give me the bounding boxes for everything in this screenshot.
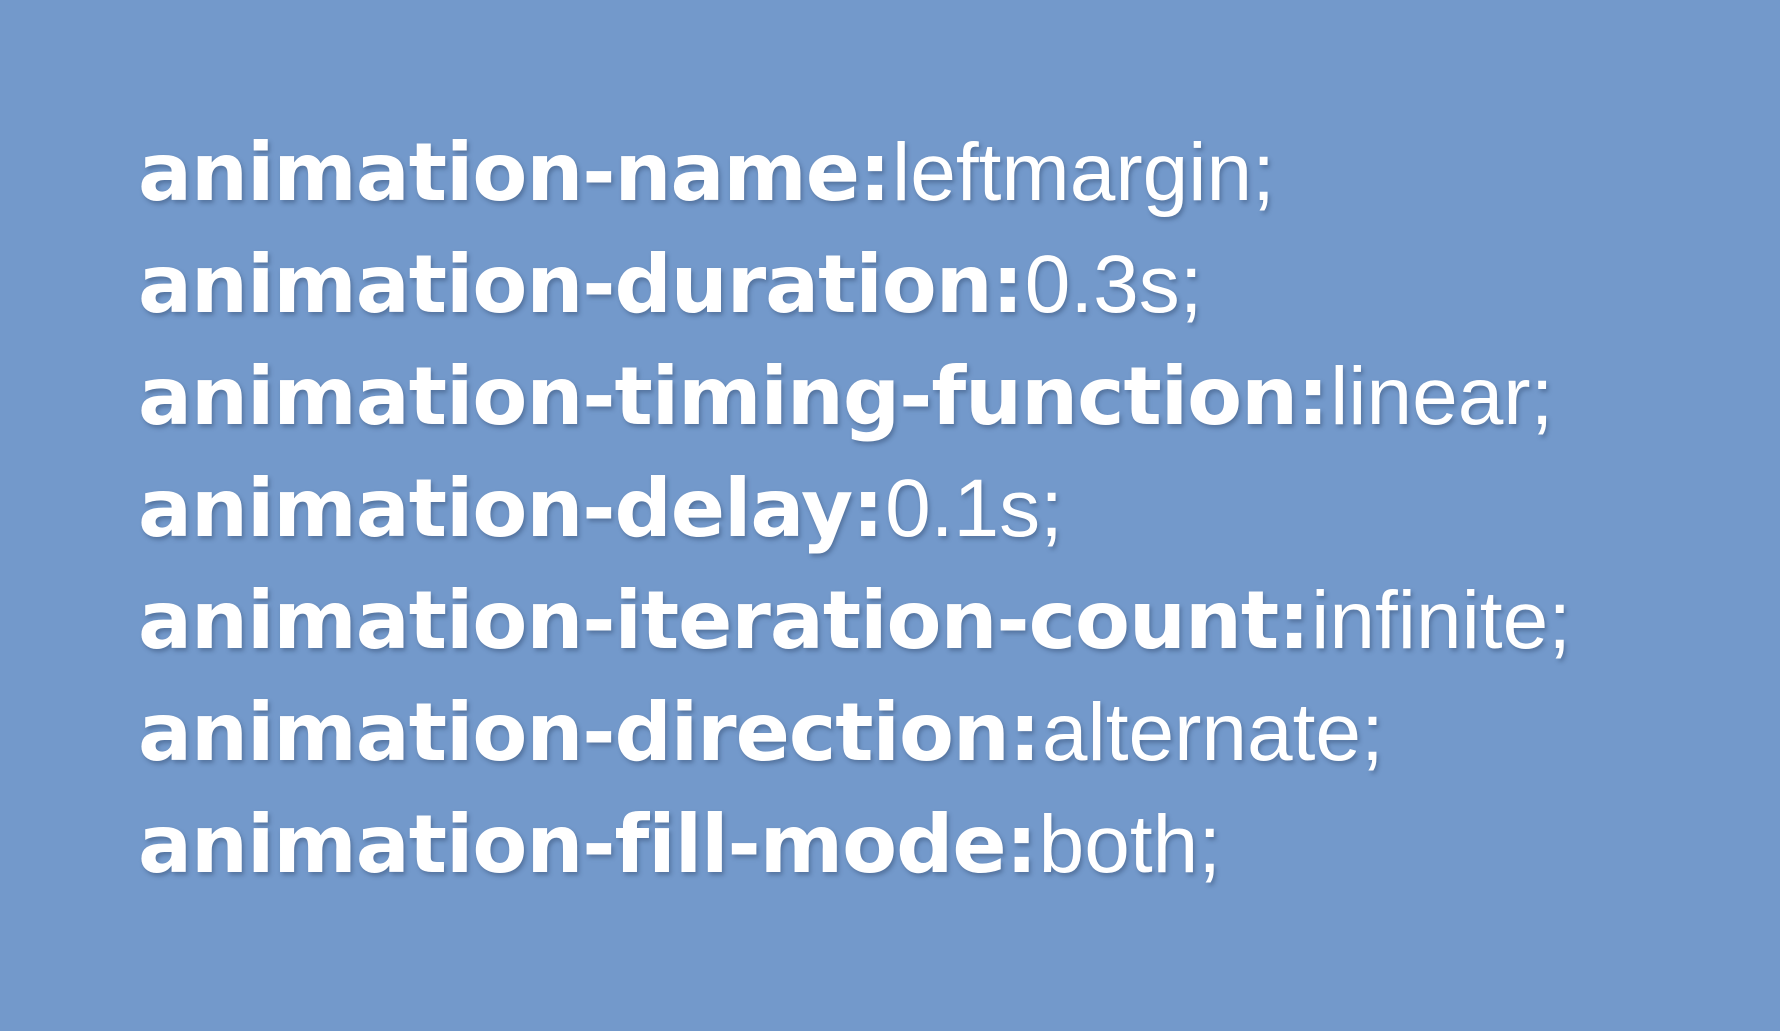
property-name: animation-duration [138,238,993,331]
colon: : [1278,574,1310,667]
code-line-animation-timing-function: animation-timing-function:linear; [138,341,1571,453]
property-name: animation-fill-mode [138,798,1007,891]
property-value: 0.3s; [1024,239,1203,330]
colon: : [859,126,891,219]
property-name: animation-timing-function [138,350,1298,443]
code-line-animation-fill-mode: animation-fill-mode:both; [138,789,1571,901]
property-value: alternate; [1041,687,1384,778]
colon: : [1297,350,1329,443]
colon: : [1005,798,1038,891]
property-value: linear; [1330,351,1554,442]
code-line-animation-iteration-count: animation-iteration-count:infinite; [138,565,1571,677]
code-line-animation-name: animation-name:leftmargin; [138,117,1571,229]
css-code-block: animation-name:leftmargin; animation-dur… [138,117,1571,901]
colon: : [991,238,1024,331]
property-name: animation-delay [138,462,853,555]
property-value: leftmargin; [892,127,1275,218]
colon: : [852,462,884,555]
property-value: infinite; [1311,575,1571,666]
colon: : [1008,686,1041,779]
property-value: 0.1s; [885,463,1063,554]
property-name: animation-iteration-count [138,574,1279,667]
code-line-animation-duration: animation-duration:0.3s; [138,229,1571,341]
property-value: both; [1038,799,1221,890]
property-name: animation-name [138,126,860,219]
code-line-animation-direction: animation-direction:alternate; [138,677,1571,789]
code-line-animation-delay: animation-delay:0.1s; [138,453,1571,565]
property-name: animation-direction [138,686,1010,779]
